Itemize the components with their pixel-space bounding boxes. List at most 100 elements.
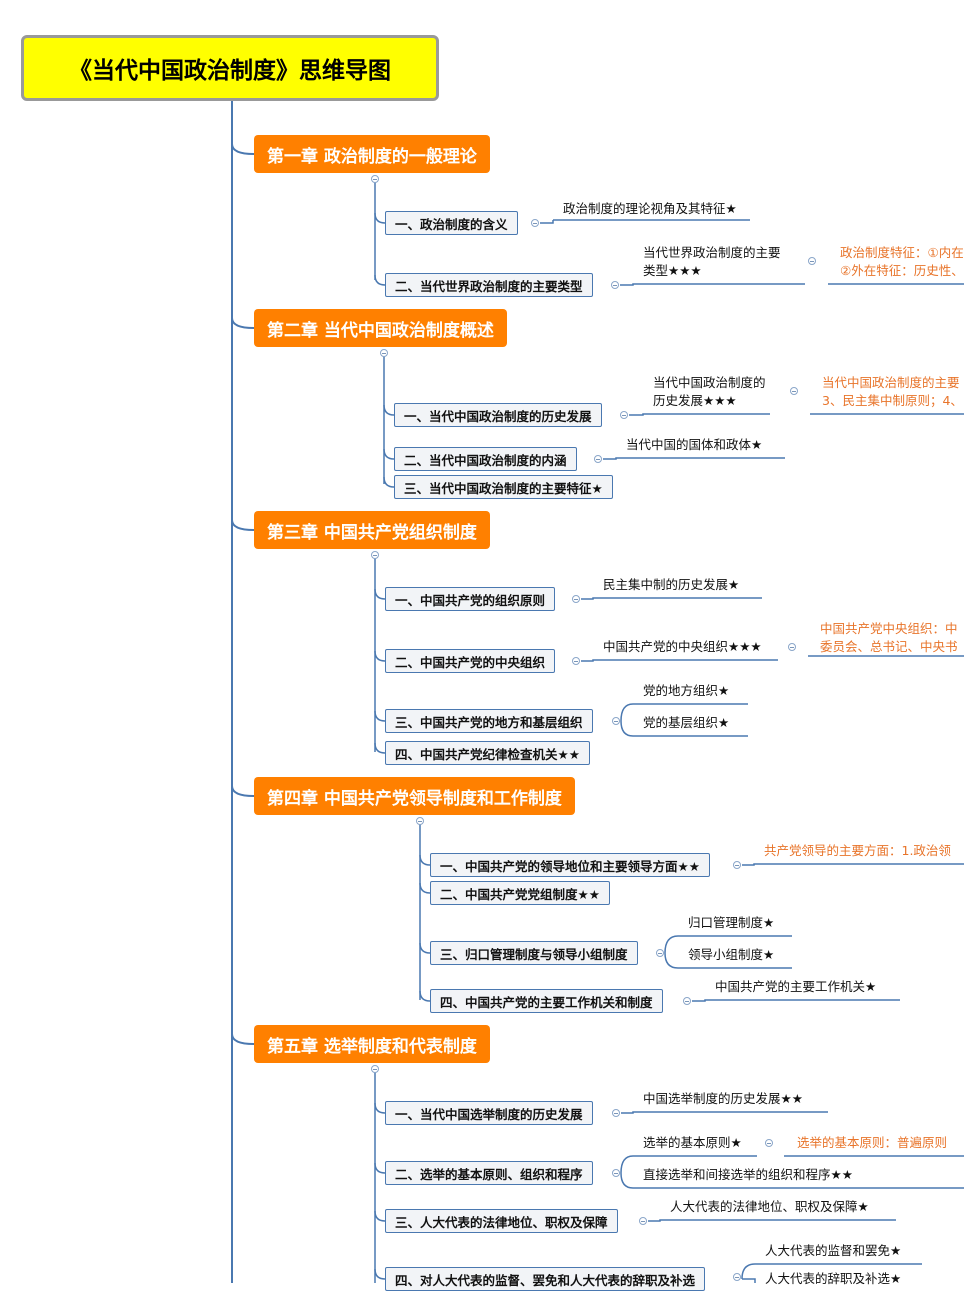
ch5-s2-note[interactable]: 选举的基本原则：普遍原则	[797, 1135, 948, 1150]
chapter-1[interactable]: 第一章 政治制度的一般理论	[254, 135, 490, 173]
ch1-s2-leaf-collapse-icon[interactable]	[808, 257, 816, 265]
ch5-section-4[interactable]: 四、对人大代表的监督、罢免和人大代表的辞职及补选	[385, 1267, 706, 1291]
ch4-s3-collapse-icon[interactable]	[656, 949, 664, 957]
connector-51	[742, 1278, 756, 1283]
connector-37	[664, 935, 792, 954]
ch4-collapse-icon[interactable]	[416, 817, 424, 825]
ch1-s2-collapse-icon[interactable]	[611, 281, 619, 289]
ch3-s2-leaf-1[interactable]: 中国共产党的中央组织★★★	[603, 639, 762, 654]
ch5-s4-collapse-icon[interactable]	[733, 1273, 741, 1281]
chapter-3[interactable]: 第三章 中国共产党组织制度	[254, 511, 490, 549]
ch3-s2-collapse-icon[interactable]	[572, 657, 580, 665]
ch2-s2-collapse-icon[interactable]	[594, 455, 602, 463]
ch5-s3-collapse-icon[interactable]	[639, 1217, 647, 1225]
ch1-section-1[interactable]: 一、政治制度的含义	[385, 211, 518, 235]
ch4-section-4[interactable]: 四、中国共产党的主要工作机关和制度	[430, 989, 663, 1013]
connector-50	[741, 1263, 922, 1280]
connector-18	[629, 413, 770, 416]
connector-12	[620, 283, 805, 286]
ch2-s1-collapse-icon[interactable]	[620, 411, 628, 419]
connector-25	[374, 742, 386, 754]
connector-29	[620, 703, 748, 722]
ch5-section-2[interactable]: 二、选举的基本原则、组织和程序	[385, 1161, 593, 1185]
ch3-section-1[interactable]: 一、中国共产党的组织原则	[385, 587, 556, 611]
ch4-s4-collapse-icon[interactable]	[683, 997, 691, 1005]
ch1-s1-collapse-icon[interactable]	[531, 219, 539, 227]
ch5-s4-leaf-1[interactable]: 人大代表的监督和罢免★	[765, 1243, 902, 1258]
connector-22	[374, 588, 386, 600]
connector-39	[692, 999, 900, 1002]
ch5-s2-leaf-collapse-icon[interactable]	[765, 1139, 773, 1147]
ch3-s3-leaf-2[interactable]: 党的基层组织★	[643, 715, 730, 730]
ch3-section-2[interactable]: 二、中国共产党的中央组织	[385, 649, 556, 673]
connector-16	[383, 448, 395, 460]
ch3-section-4[interactable]: 四、中国共产党纪律检查机关★★	[385, 741, 590, 765]
ch2-section-2[interactable]: 二、当代中国政治制度的内涵	[394, 447, 577, 471]
ch1-s2-note[interactable]: 政治制度特征：①内在 ②外在特征：历史性、	[840, 245, 964, 278]
connector-15	[383, 404, 395, 416]
connector-42	[374, 1162, 386, 1174]
ch4-s4-leaf-1[interactable]: 中国共产党的主要工作机关★	[715, 979, 877, 994]
ch3-s2-leaf-collapse-icon[interactable]	[788, 643, 796, 651]
ch3-section-3[interactable]: 三、中国共产党的地方和基层组织	[385, 709, 593, 733]
connector-9	[374, 274, 386, 286]
connector-38	[664, 952, 792, 969]
connector-44	[374, 1268, 386, 1280]
ch5-s1-collapse-icon[interactable]	[612, 1109, 620, 1117]
connector-36	[742, 863, 964, 866]
ch5-s2-leaf-1[interactable]: 选举的基本原则★	[643, 1135, 742, 1150]
ch5-collapse-icon[interactable]	[371, 1065, 379, 1073]
ch2-s1-leaf-1[interactable]: 当代中国政治制度的 历史发展★★★	[653, 375, 766, 408]
ch2-collapse-icon[interactable]	[380, 349, 388, 357]
ch1-s1-leaf-1[interactable]: 政治制度的理论视角及其特征★	[563, 201, 737, 216]
ch2-s1-note[interactable]: 当代中国政治制度的主要 3、民主集中制原则；4、	[822, 375, 963, 408]
connector-41	[374, 1102, 386, 1114]
ch4-s1-collapse-icon[interactable]	[733, 861, 741, 869]
ch3-s1-collapse-icon[interactable]	[572, 595, 580, 603]
ch2-section-3[interactable]: 三、当代中国政治制度的主要特征★	[394, 475, 613, 499]
ch5-s2-collapse-icon[interactable]	[612, 1169, 620, 1177]
chapter-2[interactable]: 第二章 当代中国政治制度概述	[254, 309, 507, 347]
ch2-s2-leaf-1[interactable]: 当代中国的国体和政体★	[626, 437, 763, 452]
ch5-s3-leaf-1[interactable]: 人大代表的法律地位、职权及保障★	[670, 1199, 869, 1214]
connector-2	[231, 143, 255, 155]
ch1-collapse-icon[interactable]	[371, 175, 379, 183]
ch4-s3-leaf-2[interactable]: 领导小组制度★	[688, 947, 775, 962]
ch3-s3-collapse-icon[interactable]	[612, 717, 620, 725]
ch2-section-1[interactable]: 一、当代中国政治制度的历史发展	[394, 403, 602, 427]
ch2-s1-leaf-collapse-icon[interactable]	[790, 387, 798, 395]
connector-8	[374, 212, 386, 224]
ch4-section-3[interactable]: 三、归口管理制度与领导小组制度	[430, 941, 638, 965]
ch4-s1-note[interactable]: 共产党领导的主要方面：1.政治领	[764, 843, 951, 858]
ch3-s2-note[interactable]: 中国共产党中央组织：中 委员会、总书记、中央书	[820, 621, 958, 654]
connector-46	[620, 1155, 757, 1174]
ch1-s2-leaf-1[interactable]: 当代世界政治制度的主要 类型★★★	[643, 245, 781, 278]
chapter-4[interactable]: 第四章 中国共产党领导制度和工作制度	[254, 777, 575, 815]
ch1-section-2[interactable]: 二、当代世界政治制度的主要类型	[385, 273, 593, 297]
ch3-collapse-icon[interactable]	[371, 551, 379, 559]
connector-23	[374, 650, 386, 662]
connector-27	[581, 659, 778, 662]
connector-34	[419, 942, 431, 954]
connector-32	[419, 854, 431, 866]
ch5-section-3[interactable]: 三、人大代表的法律地位、职权及保障	[385, 1209, 618, 1233]
chapter-5[interactable]: 第五章 选举制度和代表制度	[254, 1025, 490, 1063]
ch4-section-1[interactable]: 一、中国共产党的领导地位和主要领导方面★★	[430, 853, 710, 877]
connector-4	[231, 519, 255, 531]
connector-35	[419, 990, 431, 1002]
ch5-s4-leaf-2[interactable]: 人大代表的辞职及补选★	[765, 1271, 902, 1286]
connector-48	[620, 1172, 964, 1189]
ch3-s3-leaf-1[interactable]: 党的地方组织★	[643, 683, 730, 698]
root-title[interactable]: 《当代中国政治制度》思维导图	[21, 35, 439, 101]
ch4-s3-leaf-1[interactable]: 归口管理制度★	[688, 915, 775, 930]
connector-3	[231, 317, 255, 329]
connector-49	[648, 1219, 896, 1222]
ch5-s1-leaf-1[interactable]: 中国选举制度的历史发展★★	[643, 1091, 803, 1106]
connector-30	[620, 720, 748, 737]
ch4-section-2[interactable]: 二、中国共产党党组制度★★	[430, 881, 610, 905]
ch5-section-1[interactable]: 一、当代中国选举制度的历史发展	[385, 1101, 593, 1125]
ch3-s1-leaf-1[interactable]: 民主集中制的历史发展★	[603, 577, 740, 592]
connector-45	[621, 1111, 828, 1114]
ch5-s2-leaf-2[interactable]: 直接选举和间接选举的组织和程序★★	[643, 1167, 853, 1182]
connector-17	[383, 476, 395, 488]
